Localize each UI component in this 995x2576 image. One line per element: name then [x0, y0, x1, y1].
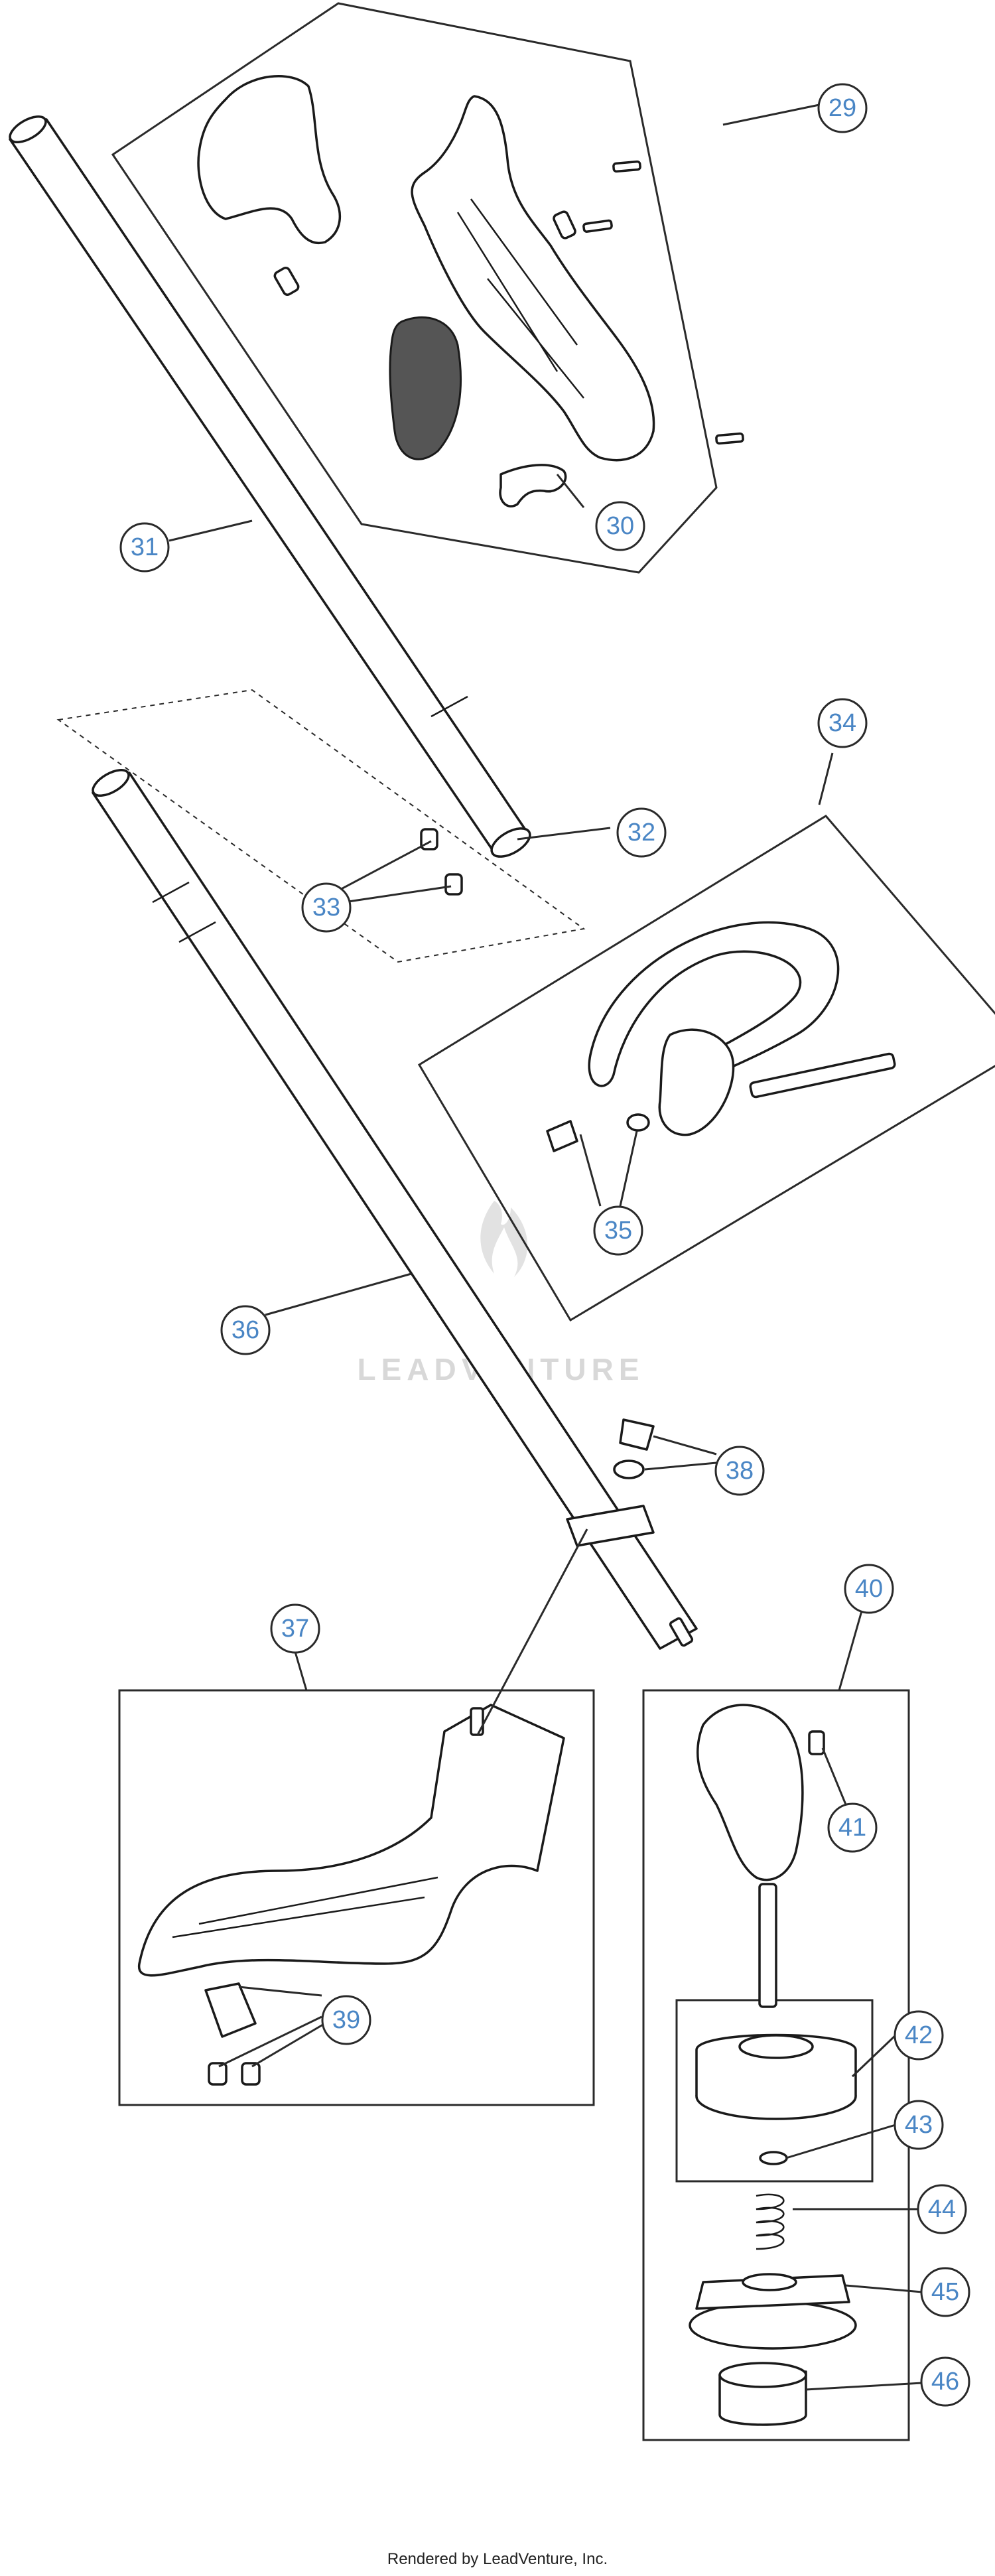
- callout-29: 29: [817, 83, 868, 133]
- callout-39-label: 39: [332, 2006, 360, 2034]
- lower-shaft-end: [92, 768, 130, 797]
- housing-ribs: [456, 198, 584, 399]
- trigger-cover: [389, 316, 462, 460]
- footer-credit: Rendered by LeadVenture, Inc.: [387, 2550, 608, 2568]
- group-34-assist-handle: [417, 815, 995, 1322]
- guard-stud: [470, 1707, 484, 1736]
- callout-33: 33: [301, 882, 352, 933]
- callout-45: 45: [920, 2267, 970, 2317]
- group-40-frame: [642, 1689, 910, 2441]
- upper-shaft-end: [9, 115, 47, 144]
- group-40-trimmer-head: [642, 1689, 910, 2441]
- callout-31: 31: [119, 522, 170, 573]
- spool-housing-hub: [738, 2034, 814, 2059]
- lower-shaft-drive-tip: [669, 1617, 694, 1647]
- upper-shaft: [9, 115, 531, 858]
- lower-shaft: [92, 768, 698, 1650]
- callout-38: 38: [714, 1446, 765, 1496]
- callout-30: 30: [595, 501, 645, 551]
- guard-ribs: [172, 1876, 438, 1938]
- screw-41: [808, 1730, 825, 1755]
- callout-43-label: 43: [905, 2111, 933, 2139]
- upper-shaft-band: [431, 695, 468, 718]
- washer-35: [626, 1113, 650, 1132]
- callout-34: 34: [817, 698, 868, 748]
- lower-shaft-bands: [152, 881, 216, 943]
- housing-half-right: [411, 95, 655, 462]
- watermark-flame-icon: [480, 1201, 528, 1277]
- callout-46-label: 46: [931, 2368, 959, 2396]
- washer-38: [613, 1459, 645, 1479]
- callout-36-label: 36: [232, 1316, 259, 1344]
- spool-45-hub: [742, 2273, 797, 2291]
- callout-44: 44: [917, 2184, 967, 2234]
- callout-42-label: 42: [905, 2021, 933, 2049]
- group-29-housing: [111, 2, 744, 574]
- grass-guard: [138, 1704, 565, 1977]
- group-29-frame: [111, 2, 718, 574]
- leader-lines: [168, 103, 923, 2391]
- gearbox-spindle: [758, 1883, 777, 2008]
- callout-33-label: 33: [312, 894, 340, 921]
- callout-37-label: 37: [281, 1615, 309, 1643]
- guard-bracket-39: [204, 1982, 257, 2038]
- assist-handle-bolt: [749, 1052, 896, 1099]
- callout-32: 32: [616, 807, 667, 858]
- callout-38-label: 38: [726, 1457, 754, 1485]
- callout-31-label: 31: [131, 533, 159, 561]
- callout-45-label: 45: [931, 2278, 959, 2306]
- spool-45-top: [695, 2274, 850, 2310]
- callout-30-label: 30: [606, 512, 634, 540]
- callout-46: 46: [920, 2356, 970, 2407]
- group-33-dashed-box: [56, 689, 586, 963]
- guard-clamp: [566, 1505, 655, 1547]
- upper-shaft-coupler-end: [490, 827, 531, 858]
- callout-37: 37: [270, 1603, 320, 1654]
- callout-43: 43: [894, 2100, 944, 2150]
- group-37-guard: [118, 1689, 595, 2106]
- wing-nut-35: [546, 1120, 578, 1152]
- screw-39-a: [208, 2062, 228, 2086]
- callout-34-label: 34: [829, 709, 856, 737]
- callout-32-label: 32: [628, 819, 655, 847]
- callout-40: 40: [844, 1564, 894, 1614]
- throttle-clip: [499, 464, 567, 508]
- group-37-frame: [118, 1689, 595, 2106]
- callout-39: 39: [321, 1995, 371, 2045]
- gearbox-housing: [696, 1704, 804, 1881]
- group-34-frame: [417, 815, 995, 1322]
- wing-nut-38: [619, 1418, 655, 1451]
- screw-39-b: [241, 2062, 261, 2086]
- callout-44-label: 44: [928, 2195, 956, 2223]
- bump-knob-46-top: [718, 2362, 807, 2388]
- retainer-43: [759, 2151, 788, 2165]
- callout-35-label: 35: [604, 1217, 632, 1245]
- spring-44: [756, 2193, 785, 2250]
- housing-screws: [273, 160, 744, 445]
- callout-29-label: 29: [829, 94, 856, 122]
- callout-40-label: 40: [855, 1575, 883, 1603]
- callout-41-label: 41: [838, 1814, 866, 1842]
- callout-41: 41: [827, 1802, 878, 1853]
- callout-36: 36: [220, 1305, 271, 1355]
- housing-half-left: [197, 75, 342, 245]
- screws-33: [420, 828, 463, 896]
- callout-42: 42: [894, 2010, 944, 2061]
- parts-38: [613, 1418, 655, 1479]
- callout-35: 35: [593, 1205, 643, 1256]
- assist-handle-clamp: [658, 1028, 735, 1136]
